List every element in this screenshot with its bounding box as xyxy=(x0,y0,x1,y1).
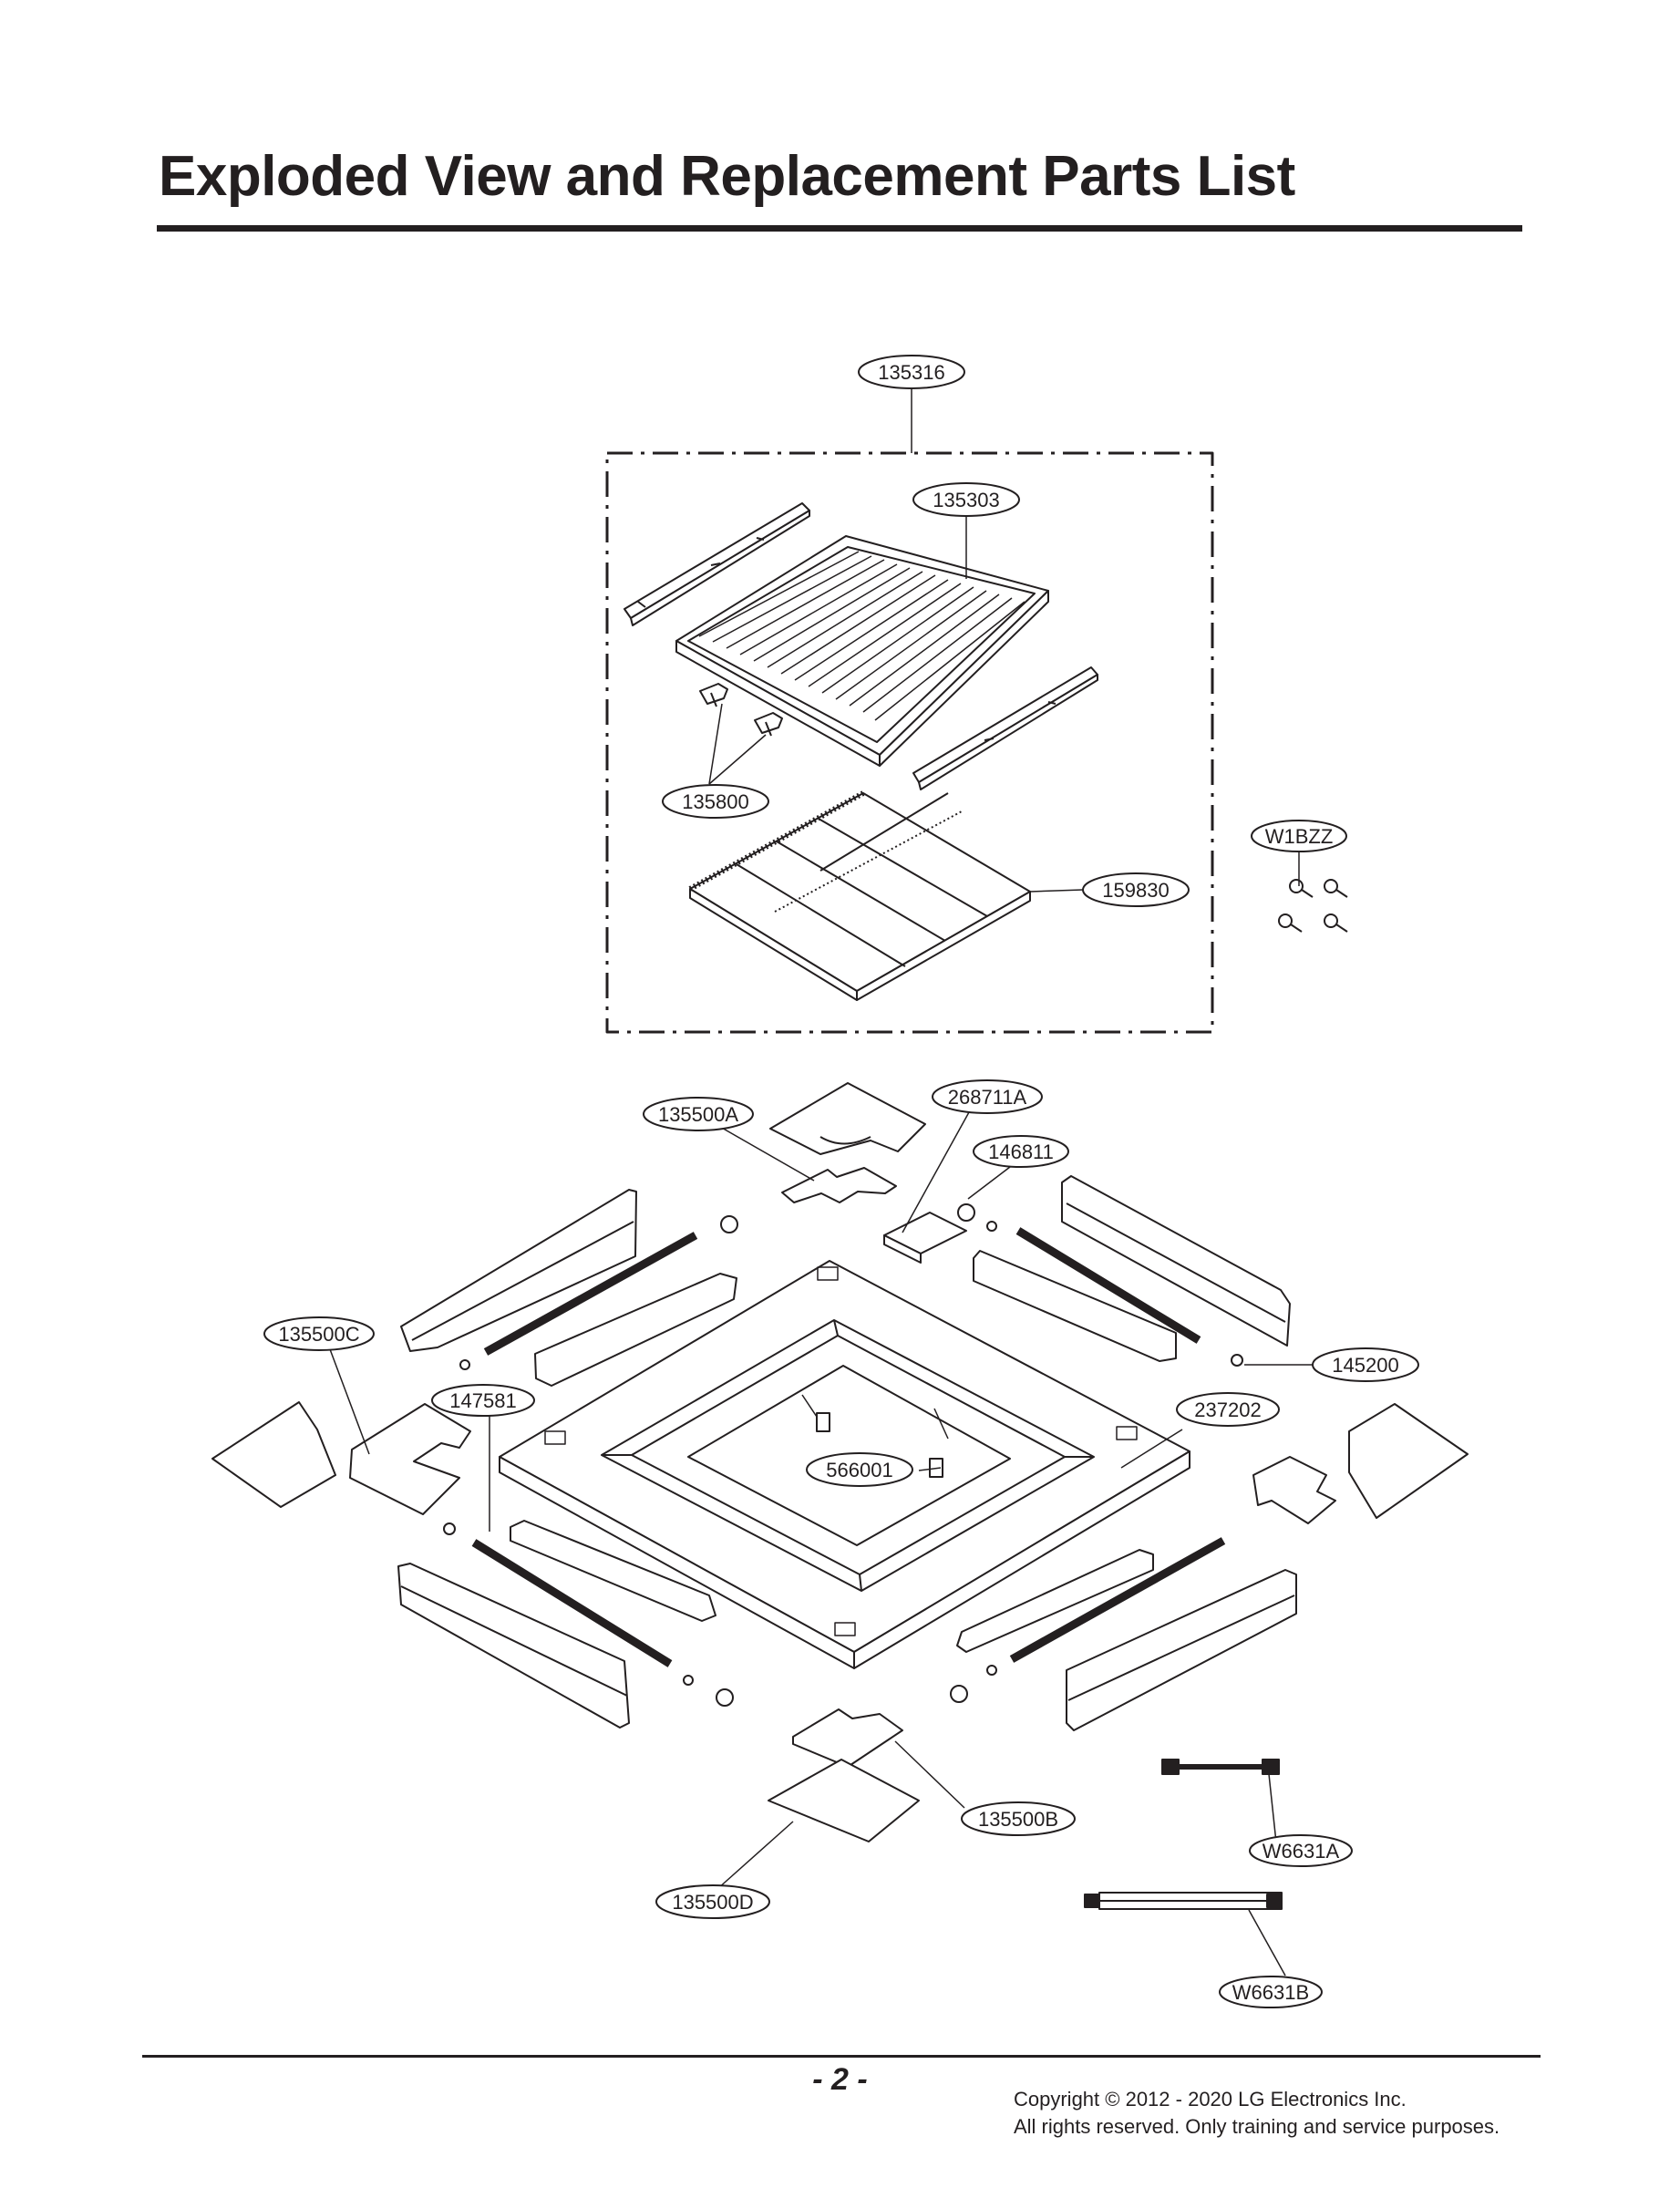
corner-bracket-right xyxy=(1252,1456,1336,1524)
part-callout-135500C: 135500C xyxy=(263,1316,375,1351)
side-cover-bottom-left xyxy=(397,1563,630,1729)
part-callout-159830: 159830 xyxy=(1082,872,1190,907)
side-cover-top-left xyxy=(400,1189,637,1352)
corner-cover-left xyxy=(211,1401,336,1508)
part-label-135316: 135316 xyxy=(878,361,944,384)
leader-135800b xyxy=(708,734,767,785)
bracket-268711A xyxy=(883,1212,967,1264)
title-rule xyxy=(157,225,1522,232)
part-callout-237202: 237202 xyxy=(1176,1392,1280,1427)
screw-parts xyxy=(1278,879,1348,933)
louver-bottom-right xyxy=(956,1549,1154,1653)
footer-rule xyxy=(142,2055,1541,2058)
louver-shafts xyxy=(471,1227,1226,1667)
leader-lines xyxy=(329,382,1313,1976)
grille-rail-left xyxy=(624,502,810,626)
part-label-135800: 135800 xyxy=(682,790,748,813)
part-label-W6631A: W6631A xyxy=(1263,1840,1340,1863)
grille-slats xyxy=(698,551,1026,721)
louver-top-right xyxy=(973,1250,1177,1362)
part-callout-147581: 147581 xyxy=(431,1384,535,1417)
part-callout-135303: 135303 xyxy=(912,482,1020,517)
part-callout-268711A: 268711A xyxy=(932,1079,1043,1114)
side-cover-top-right xyxy=(1061,1175,1291,1347)
grille-rail-right xyxy=(912,666,1098,790)
louver-bottom-left xyxy=(510,1520,716,1622)
copyright-text: Copyright © 2012 - 2020 LG Electronics I… xyxy=(1014,2088,1407,2111)
corner-cover-bottom xyxy=(768,1759,920,1842)
page-number: - 2 - xyxy=(812,2062,868,2097)
part-label-159830: 159830 xyxy=(1102,879,1169,902)
part-callout-W1BZZ: W1BZZ xyxy=(1251,820,1347,852)
part-label-147581: 147581 xyxy=(449,1389,516,1412)
part-callout-135500A: 135500A xyxy=(643,1097,754,1131)
part-label-135500A: 135500A xyxy=(658,1103,738,1126)
cable-W6631B xyxy=(1084,1892,1283,1910)
corner-cover-right xyxy=(1348,1403,1469,1519)
corner-bracket-top xyxy=(781,1167,897,1203)
part-callout-135800: 135800 xyxy=(662,784,769,819)
part-label-268711A: 268711A xyxy=(948,1086,1027,1109)
filter-part xyxy=(688,790,1031,1001)
leader-135800 xyxy=(708,703,723,785)
part-label-135500B: 135500B xyxy=(978,1808,1058,1831)
part-label-W6631B: W6631B xyxy=(1232,1981,1309,2004)
small-clips xyxy=(443,1203,1243,1707)
side-cover-bottom-right xyxy=(1066,1569,1297,1731)
cable-W6631A xyxy=(1161,1759,1280,1775)
part-callout-566001: 566001 xyxy=(806,1452,913,1487)
page-title: Exploded View and Replacement Parts List xyxy=(159,145,1295,208)
part-label-145200: 145200 xyxy=(1332,1354,1398,1377)
part-label-135500D: 135500D xyxy=(672,1891,753,1914)
corner-cover-top xyxy=(769,1082,926,1155)
hinge-parts xyxy=(699,683,783,737)
part-label-237202: 237202 xyxy=(1194,1398,1261,1421)
rights-text: All rights reserved. Only training and s… xyxy=(1014,2115,1500,2138)
part-callout-135500B: 135500B xyxy=(961,1801,1076,1836)
panel-frame-details xyxy=(544,1266,1138,1636)
grille-part xyxy=(675,535,1049,767)
part-label-W1BZZ: W1BZZ xyxy=(1265,825,1334,848)
corner-bracket-bottom xyxy=(792,1708,903,1768)
part-label-146811: 146811 xyxy=(988,1140,1054,1163)
part-callout-135316: 135316 xyxy=(858,355,965,389)
louver-top-left xyxy=(534,1273,737,1387)
part-callout-W6631A: W6631A xyxy=(1249,1834,1353,1867)
part-callout-145200: 145200 xyxy=(1312,1347,1419,1382)
part-label-566001: 566001 xyxy=(826,1459,892,1481)
connector-parts xyxy=(816,1412,943,1478)
part-callout-135500D: 135500D xyxy=(655,1884,770,1919)
part-callout-146811: 146811 xyxy=(973,1135,1069,1168)
part-label-135500C: 135500C xyxy=(278,1323,359,1346)
part-callout-W6631B: W6631B xyxy=(1219,1976,1323,2008)
corner-bracket-left xyxy=(349,1403,471,1515)
part-label-135303: 135303 xyxy=(933,489,999,511)
